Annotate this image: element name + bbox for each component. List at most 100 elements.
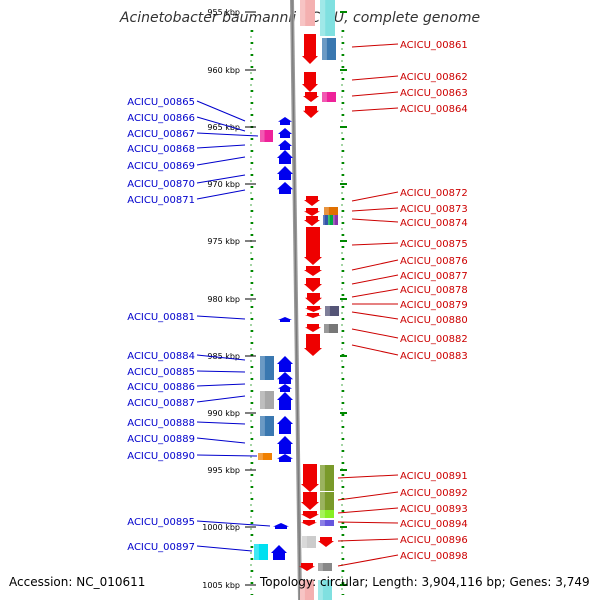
gene-arrow-00898 — [299, 563, 315, 571]
gene-box-00884 — [260, 356, 274, 380]
gene-box-00890-shine — [258, 453, 263, 460]
gene-arrow-00875 — [304, 227, 322, 265]
gene-box-00891-shine — [320, 465, 325, 491]
gene-arrow-00892 — [301, 492, 319, 510]
gene-arrow-00890 — [277, 454, 293, 462]
leader-ACICU_00884 — [196, 354, 246, 361]
leader-ACICU_00880 — [351, 311, 399, 320]
feature-bottom-cyan — [318, 580, 332, 600]
label-ACICU_00876: ACICU_00876 — [400, 256, 468, 267]
label-ACICU_00897: ACICU_00897 — [127, 542, 195, 553]
leader-ACICU_00891 — [337, 474, 399, 479]
label-ACICU_00861: ACICU_00861 — [400, 40, 468, 51]
label-ACICU_00889: ACICU_00889 — [127, 434, 195, 445]
feature-top-cyan-shine — [320, 0, 326, 36]
gene-box-00892 — [320, 492, 334, 510]
tick-label: 1005 kbp — [202, 581, 240, 590]
gene-arrow-00889 — [277, 436, 293, 454]
tick-label: 970 kbp — [207, 180, 240, 189]
label-ACICU_00873: ACICU_00873 — [400, 204, 468, 215]
label-ACICU_00872: ACICU_00872 — [400, 188, 468, 199]
gene-arrow-00869 — [277, 166, 293, 180]
tick-label: 975 kbp — [207, 237, 240, 246]
gene-arrow-00886 — [278, 384, 292, 392]
gene-arrow-00862 — [302, 72, 318, 92]
gene-box-00896 — [302, 536, 316, 548]
label-ACICU_00884: ACICU_00884 — [127, 351, 195, 362]
feature-top-faded — [300, 0, 315, 26]
leader-ACICU_00867 — [196, 132, 259, 137]
gene-arrow-00866 — [278, 128, 292, 138]
leader-ACICU_00898 — [337, 554, 399, 567]
accession-text: Accession: NC_010611 — [9, 575, 146, 589]
leader-ACICU_00863 — [351, 91, 399, 97]
label-ACICU_00898: ACICU_00898 — [400, 551, 468, 562]
gene-arrow-00878 — [305, 293, 322, 305]
gene-box-00873-shine — [324, 207, 329, 215]
gene-arrow-00888 — [277, 416, 293, 434]
feature-bottom-cyan-shine — [318, 580, 323, 600]
gene-box-00882 — [324, 324, 338, 333]
gene-arrow-00870 — [277, 182, 293, 194]
label-ACICU_00880: ACICU_00880 — [400, 315, 468, 326]
gene-arrow-00897 — [271, 545, 287, 560]
gene-box-00898 — [318, 563, 332, 571]
tick-label: 960 kbp — [207, 66, 240, 75]
gene-arrow-00876 — [304, 266, 322, 276]
leader-ACICU_00881 — [196, 315, 246, 320]
gene-box-00863-shine — [322, 92, 327, 102]
tick-label: 955 kbp — [207, 8, 240, 17]
gene-box-00897 — [254, 544, 268, 560]
label-ACICU_00863: ACICU_00863 — [400, 88, 468, 99]
leader-ACICU_00868 — [196, 144, 246, 149]
leader-ACICU_00892 — [337, 491, 399, 501]
label-ACICU_00862: ACICU_00862 — [400, 72, 468, 83]
label-ACICU_00888: ACICU_00888 — [127, 418, 195, 429]
right-gene-labels: ACICU_00861ACICU_00862ACICU_00863ACICU_0… — [337, 40, 468, 567]
gene-arrow-00885 — [277, 372, 293, 384]
label-ACICU_00885: ACICU_00885 — [127, 367, 195, 378]
label-ACICU_00892: ACICU_00892 — [400, 488, 468, 499]
gene-box-00894-shine — [320, 520, 325, 526]
gene-arrow-00872 — [304, 196, 320, 206]
label-ACICU_00883: ACICU_00883 — [400, 351, 468, 362]
leader-ACICU_00877 — [351, 274, 399, 285]
leader-ACICU_00873 — [351, 207, 399, 212]
feature-top-cyan — [320, 0, 335, 36]
leader-ACICU_00885 — [196, 370, 246, 373]
leader-ACICU_00889 — [196, 437, 246, 444]
gene-arrow-00893 — [301, 511, 319, 519]
leader-ACICU_00864 — [351, 107, 399, 112]
label-ACICU_00865: ACICU_00865 — [127, 97, 195, 108]
label-ACICU_00881: ACICU_00881 — [127, 312, 195, 323]
gene-box-00888 — [260, 416, 274, 436]
gene-box-00882-shine — [324, 324, 329, 333]
gene-arrow-00895 — [273, 523, 289, 529]
gene-box-00873 — [324, 207, 338, 215]
gene-box-00861 — [322, 38, 336, 60]
gene-box-00863 — [322, 92, 336, 102]
gene-box-00888-shine — [260, 416, 265, 436]
label-ACICU_00868: ACICU_00868 — [127, 144, 195, 155]
gene-arrow-00868 — [277, 150, 293, 164]
gene-arrow-00873 — [304, 208, 320, 216]
gene-arrow-00861 — [302, 34, 318, 64]
gene-box-00890 — [258, 453, 272, 460]
leader-ACICU_00897 — [196, 545, 253, 552]
gene-arrow-00877 — [304, 278, 322, 292]
gene-box-00897-shine — [254, 544, 259, 560]
gene-box-00874b — [328, 215, 333, 225]
label-ACICU_00869: ACICU_00869 — [127, 161, 195, 172]
leader-ACICU_00866 — [196, 116, 246, 132]
guide-dot-lines — [250, 30, 345, 595]
leader-ACICU_00887 — [196, 395, 246, 403]
gene-arrow-00891 — [301, 464, 319, 492]
gene-box-00898-shine — [318, 563, 323, 571]
gene-box-00879-shine — [325, 306, 330, 316]
gene-arrow-00863 — [303, 92, 319, 102]
feature-bottom-faded — [300, 580, 314, 600]
label-ACICU_00879: ACICU_00879 — [400, 300, 468, 311]
gene-arrow-00864 — [303, 106, 319, 118]
gene-box-00893 — [320, 510, 334, 518]
